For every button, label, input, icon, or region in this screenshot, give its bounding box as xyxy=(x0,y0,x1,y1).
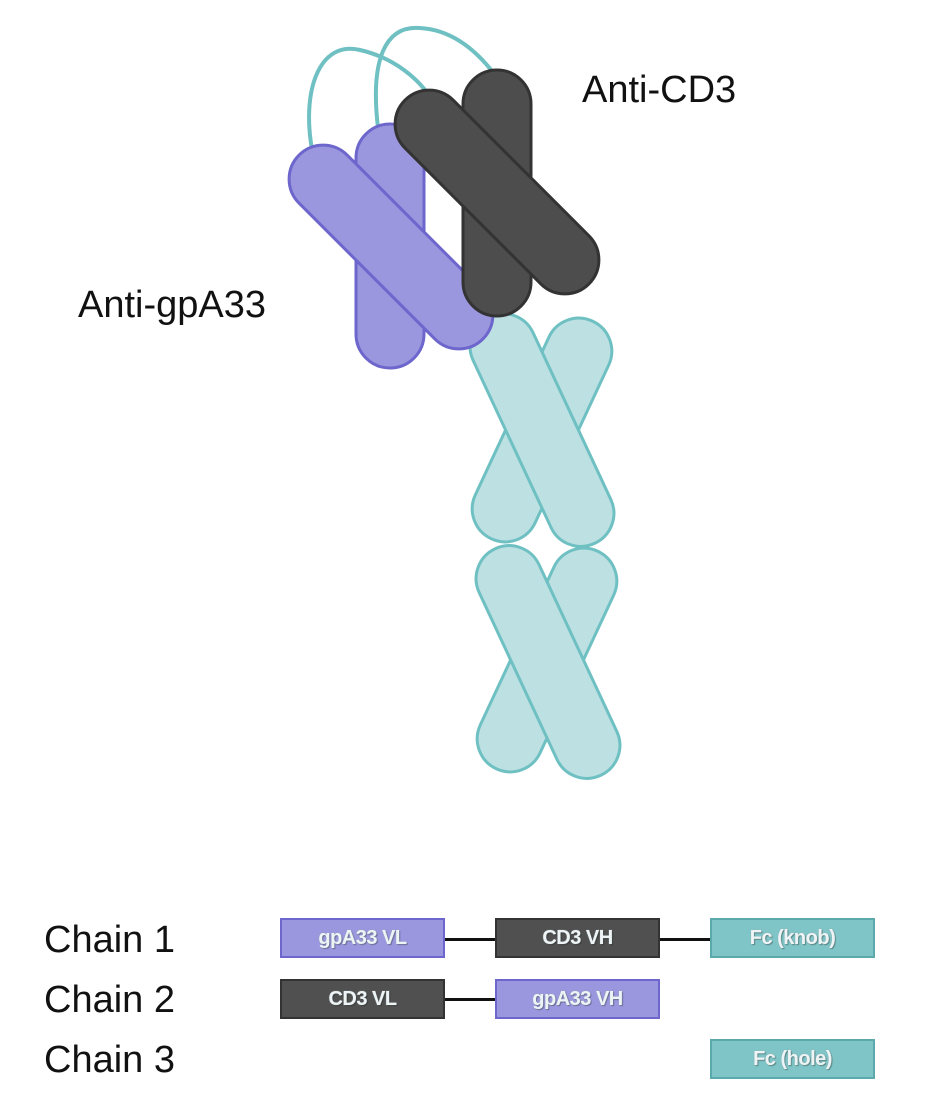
chain-1-label: Chain 1 xyxy=(44,919,175,961)
chain-1-gpa33-vl-domain: gpA33 VL xyxy=(280,918,445,958)
fc-upper-domains xyxy=(468,312,616,548)
chain-3-fc-hole-domain: Fc (hole) xyxy=(710,1039,875,1079)
cd3-diagonal-domain xyxy=(393,88,601,296)
chain-1-linker-a xyxy=(445,938,495,941)
chain-1-linker-b xyxy=(660,938,710,941)
chain-2-cd3-vl-domain: CD3 VL xyxy=(280,979,445,1019)
chain-3-label: Chain 3 xyxy=(44,1039,175,1081)
anti-cd3-label: Anti-CD3 xyxy=(582,69,737,111)
chain-2-linker xyxy=(445,998,495,1001)
gpa33-domains xyxy=(287,122,495,370)
linker-loop-outer xyxy=(307,46,434,157)
linker-loops xyxy=(307,25,497,157)
cd3-domains xyxy=(393,68,601,318)
chain-1-cd3-vh-domain: CD3 VH xyxy=(495,918,660,958)
gpa33-diagonal-domain xyxy=(287,143,495,351)
anti-gpa33-label: Anti-gpA33 xyxy=(78,284,267,326)
fc-lower-front-domain xyxy=(474,544,622,780)
chain-2-label: Chain 2 xyxy=(44,979,175,1021)
linker-loop-inner xyxy=(373,25,497,130)
fc-lower-domains xyxy=(474,544,622,780)
chain-1-fc-knob-domain: Fc (knob) xyxy=(710,918,875,958)
chain-2-gpa33-vh-domain: gpA33 VH xyxy=(495,979,660,1019)
